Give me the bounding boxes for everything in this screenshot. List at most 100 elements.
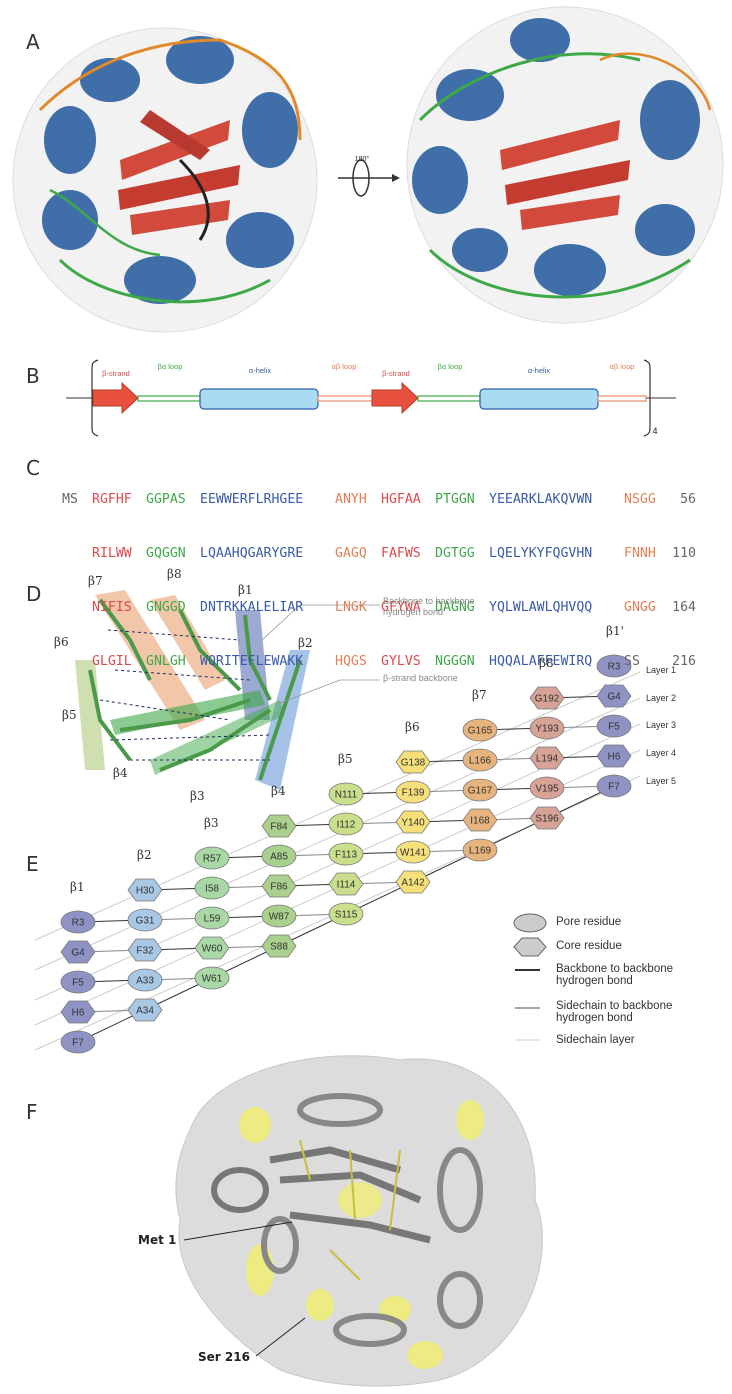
topology-diagram: [66, 359, 676, 437]
panel-b-label: B: [26, 364, 40, 388]
residue-node: [194, 966, 230, 990]
seq-seg: LQELYKYFQGVHN: [489, 546, 593, 561]
hbond-links: [77, 695, 615, 1043]
residue-label: G31: [136, 916, 155, 927]
residue-label: F5: [608, 722, 620, 733]
seq-seg: DAGNG: [435, 600, 475, 615]
residue-node: [462, 838, 498, 862]
strand-label-e-4: β4: [271, 784, 286, 798]
seq-seg: GNGG: [624, 600, 656, 615]
residue-node: [60, 1000, 96, 1024]
residue-label: Y193: [535, 724, 559, 735]
seq-seg: NSGG: [624, 492, 656, 507]
residue-label: G4: [607, 692, 621, 703]
layer-label-4: Layer 4: [646, 748, 677, 758]
layer-label-3: Layer 3: [646, 720, 677, 730]
residue-node: [127, 878, 163, 902]
legend-core-residue: Core residue: [556, 940, 622, 952]
strand-label-b4: β4: [113, 766, 128, 780]
residue-label: L169: [469, 846, 492, 857]
seq-seg: PTGGN: [435, 492, 475, 507]
seq-seg: LNGK: [335, 600, 367, 615]
topo-label-ba-loop-1: βα loop: [157, 362, 183, 371]
residue-node: [529, 746, 565, 770]
label-ser216: Ser 216: [198, 1350, 250, 1364]
residue-node: [596, 654, 632, 678]
residue-label: G138: [401, 758, 426, 769]
strand-label-e-3: β3: [204, 816, 219, 830]
seq-seg: NIFIS: [92, 600, 132, 615]
residue-label: F84: [270, 822, 288, 833]
residue-label: F113: [335, 850, 357, 861]
seq-seg: HQGS: [335, 654, 367, 669]
legend: [513, 913, 547, 1041]
strand-label-b6: β6: [54, 635, 69, 649]
residue-node: [529, 716, 565, 740]
panel-f-label: F: [26, 1100, 38, 1124]
residue-node: [462, 808, 498, 832]
seq-seg: LQAAHQGARYGRE: [200, 546, 304, 561]
seq-number: 216: [672, 654, 696, 669]
seq-seg: DNTRKKALELIAR: [200, 600, 304, 615]
residue-node: [328, 842, 364, 866]
residue-label: S115: [335, 910, 358, 921]
seq-seg: YQLWLAWLQHVQQ: [489, 600, 593, 615]
residue-node: [328, 812, 364, 836]
residue-node: [328, 872, 364, 896]
residue-node: [596, 774, 632, 798]
seq-prefix: MS: [62, 492, 78, 507]
residue-node: [60, 970, 96, 994]
seq-seg: ANYH: [335, 492, 367, 507]
seq-seg: YEEARKLAKQVWN: [489, 492, 593, 507]
legend-pore-residue: Pore residue: [556, 916, 622, 928]
seq-number: 56: [680, 492, 696, 507]
strand-label-e-7: β7: [472, 688, 487, 702]
seq-seg: FAFWS: [381, 546, 421, 561]
residue-label: F7: [72, 1038, 84, 1049]
residue-label: N111: [335, 790, 358, 801]
residue-label: Y140: [401, 818, 425, 829]
seq-seg: DGTGG: [435, 546, 475, 561]
residue-label: A85: [270, 852, 288, 863]
legend-sidechain-hbond: Sidechain to backbone hydrogen bond: [556, 1000, 673, 1024]
layer-label-2: Layer 2: [646, 693, 677, 703]
residue-label: H30: [136, 886, 155, 897]
residue-node: [529, 686, 565, 710]
seq-seg: SS: [624, 654, 640, 669]
residue-label: I114: [337, 880, 356, 891]
seq-seg: EEWWERFLRHGEE: [200, 492, 304, 507]
topo-label-ab-loop-1: αβ loop: [331, 362, 357, 371]
seq-seg: GFYWA: [381, 600, 421, 615]
residue-node: [60, 910, 96, 934]
seq-seg: GGPAS: [146, 492, 186, 507]
residue-node: [194, 846, 230, 870]
strand-label-e-8: β8: [539, 656, 554, 670]
seq-seg: RILWW: [92, 546, 132, 561]
residue-node: [395, 780, 431, 804]
seq-seg: HQQALAFFEWIRQ: [489, 654, 593, 669]
seq-seg: HGFAA: [381, 492, 421, 507]
residue-node: [529, 806, 565, 830]
legend-sidechain-layer: Sidechain layer: [556, 1034, 635, 1046]
residue-label: W60: [202, 944, 223, 955]
surface-structure: [175, 1055, 543, 1387]
strand-label-e-5: β5: [338, 752, 353, 766]
residue-label: G192: [535, 694, 560, 705]
layer-label-1: Layer 1: [646, 665, 677, 675]
residue-node: [127, 968, 163, 992]
strand-label-b3: β3: [190, 789, 205, 803]
strand-label-b8: β8: [167, 567, 182, 581]
seq-number: 164: [672, 600, 696, 615]
residue-node: [395, 810, 431, 834]
residue-node: [127, 908, 163, 932]
residue-label: S88: [270, 942, 288, 953]
seq-seg: GLGIL: [92, 654, 132, 669]
residue-label: L194: [536, 754, 559, 765]
residue-node: [60, 1030, 96, 1054]
hbond-network-structure: [75, 590, 380, 790]
residue-node: [194, 936, 230, 960]
residue-label: F7: [608, 782, 620, 793]
seq-seg: WQRITEFLEWAKK: [200, 654, 304, 669]
residue-node: [60, 940, 96, 964]
